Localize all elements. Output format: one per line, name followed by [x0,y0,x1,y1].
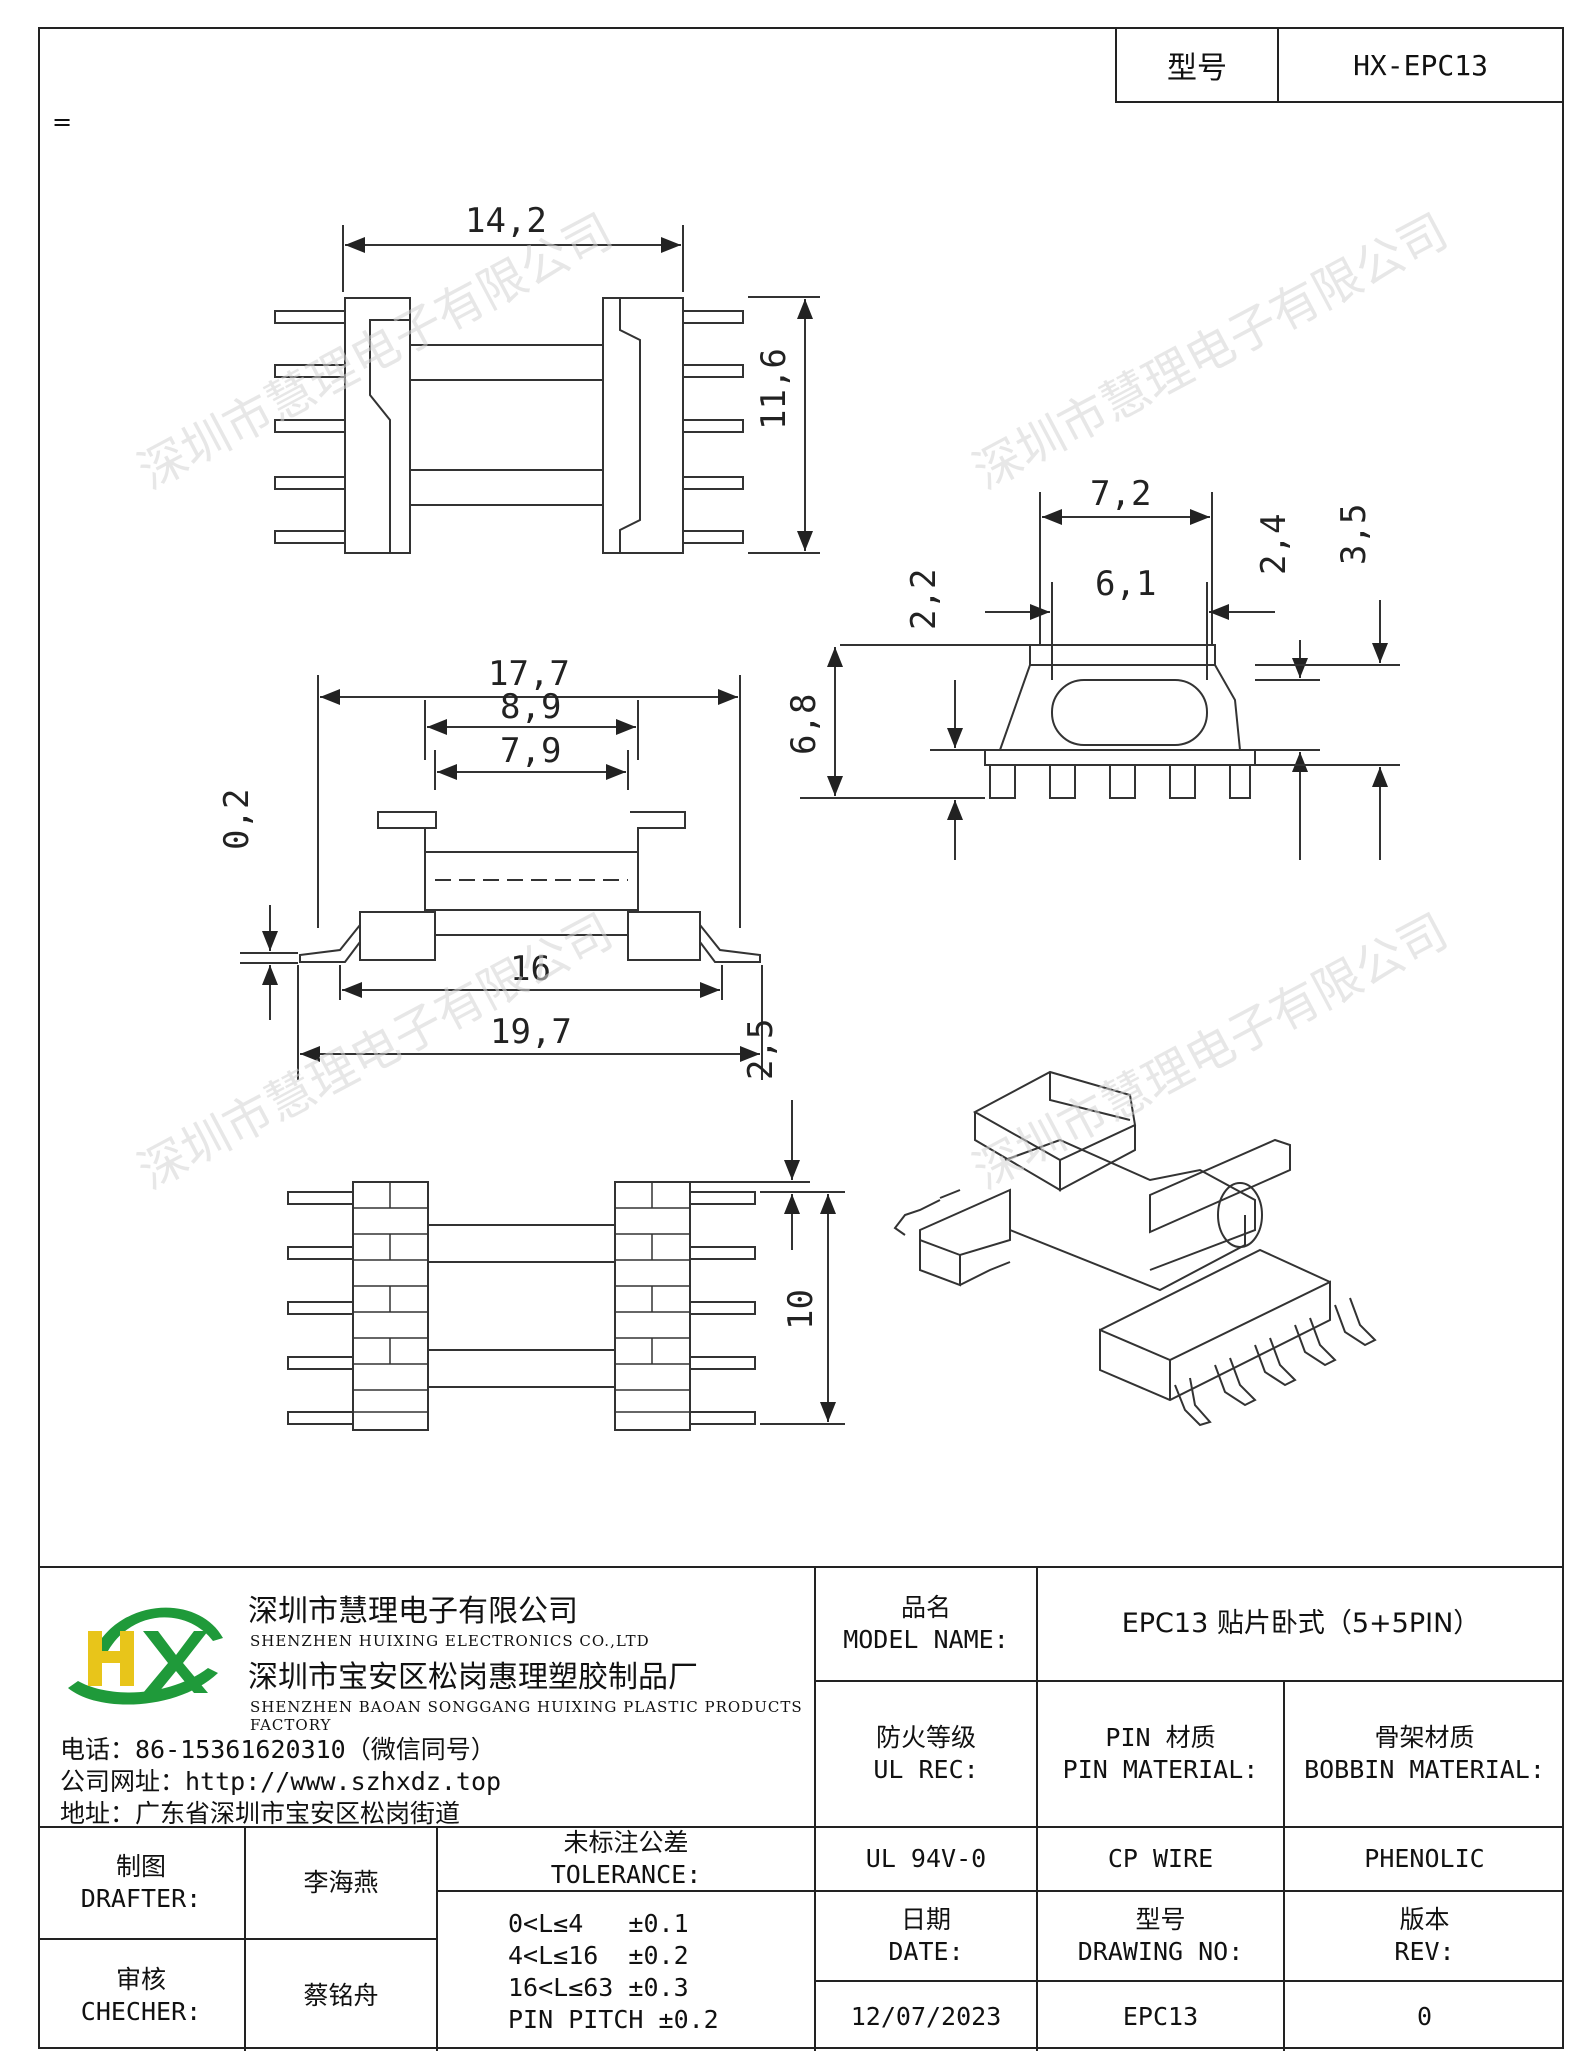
model-name-label: 品名 MODEL NAME: [816,1568,1036,1680]
pin-material-label: PIN 材质 PIN MATERIAL: [1038,1682,1283,1826]
tolerance-label-cn: 未标注公差 [563,1828,689,1857]
watermark-2: 深圳市慧理电子有限公司 [964,203,1457,500]
model-label: 型号 [1117,29,1279,101]
top-view [274,225,820,554]
drawing-no-value: EPC13 [1122,2001,1199,2031]
dim-front-total: 19,7 [490,1012,572,1052]
dim-front-core: 7,9 [500,731,561,771]
pin-material-label-en: PIN MATERIAL: [1062,1755,1259,1784]
drafter-label-cn: 制图 [115,1852,166,1881]
bobbin-material-label-en: BOBBIN MATERIAL: [1304,1755,1545,1784]
model-header: 型号 HX-EPC13 [1115,27,1564,103]
checker-label-cn: 审核 [115,1964,166,1994]
drawing-no-label: 型号 DRAWING NO: [1038,1892,1283,1980]
bobbin-material-label-cn: 骨架材质 [1374,1723,1475,1752]
drafter-label: 制图 DRAFTER: [38,1828,244,1938]
ul-rec-label: 防火等级 UL REC: [816,1682,1036,1826]
iso-view [893,1070,1377,1427]
dim-side-h1: 2,2 [904,569,944,630]
side-view [800,492,1400,860]
bobbin-material-label: 骨架材质 BOBBIN MATERIAL: [1285,1682,1564,1826]
ul-rec-label-en: UL REC: [873,1755,979,1784]
tolerance-label-en: TOLERANCE: [550,1860,702,1889]
company-logo [68,1607,223,1705]
ul-rec-value: UL 94V-0 [865,1844,987,1873]
tolerance-line-4: PIN PITCH ±0.2 [508,2004,719,2034]
watermark-4: 深圳市慧理电子有限公司 [964,903,1457,1200]
company-info: 深圳市慧理电子有限公司 SHENZHEN HUIXING ELECTRONICS… [48,1568,848,1828]
dim-side-h3: 2,4 [1254,514,1294,575]
front-view [240,675,763,1080]
tolerance-line-2: 4<L≤16 ±0.2 [508,1940,689,1970]
date-label: 日期 DATE: [816,1892,1036,1980]
company-name-en-2: SHENZHEN BAOAN SONGGANG HUIXING PLASTIC … [250,1698,803,1734]
rev-label-en: REV: [1394,1937,1455,1966]
rev-label: 版本 REV: [1285,1892,1564,1980]
checker-label: 审核 CHECHER: [38,1940,244,2051]
company-name-cn-1: 深圳市慧理电子有限公司 [248,1594,578,1629]
company-phone: 电话：86-15361620310（微信同号） [60,1735,496,1764]
stray-mark: = [52,108,73,136]
checker-label-en: CHECHER: [80,1996,202,2026]
dim-front-pad-span: 16 [510,949,551,989]
ul-rec-label-cn: 防火等级 [875,1723,976,1752]
date-label-en: DATE: [888,1937,964,1966]
bottom-view [287,1100,845,1431]
watermark-1: 深圳市慧理电子有限公司 [129,203,622,500]
drawing-no-label-cn: 型号 [1135,1905,1186,1934]
dim-side-inner: 6,1 [1095,564,1156,604]
tolerance-line-1: 0<L≤4 ±0.1 [508,1908,689,1938]
drawing-frame [38,27,1564,2049]
tolerance-line-3: 16<L≤63 ±0.3 [508,1972,689,2002]
technical-drawing: 14,2 11,6 17,7 8,9 7,9 0,2 16 19,7 7,2 6… [129,201,1457,1431]
dim-front-inner: 8,9 [500,687,561,727]
company-name-cn-2: 深圳市宝安区松岗惠理塑胶制品厂 [248,1660,698,1695]
dim-top-height: 11,6 [754,348,794,430]
dim-side-h4: 3,5 [1334,504,1374,565]
date-value: 12/07/2023 [850,2001,1002,2031]
model-value: HX-EPC13 [1353,48,1488,82]
date-label-cn: 日期 [900,1905,951,1934]
model-name-value: EPC13 贴片卧式（5+5PIN） [1121,1608,1481,1639]
dim-bottom-span: 10 [781,1289,821,1330]
tolerance-values: 0<L≤4 ±0.1 4<L≤16 ±0.2 16<L≤63 ±0.3 PIN … [438,1892,814,2051]
dim-top-width: 14,2 [465,201,547,241]
dim-side-h2: 6,8 [784,694,824,755]
tolerance-label: 未标注公差 TOLERANCE: [438,1828,814,1890]
title-block: 深圳市慧理电子有限公司 SHENZHEN HUIXING ELECTRONICS… [38,1566,1564,2051]
model-name-label-en: MODEL NAME: [843,1625,1009,1654]
rev-value: 0 [1416,2001,1433,2031]
company-name-en-1: SHENZHEN HUIXING ELECTRONICS CO.,LTD [250,1632,650,1650]
pin-material-value: CP WIRE [1107,1844,1214,1873]
drawing-no-label-en: DRAWING NO: [1077,1937,1244,1966]
model-name-label-cn: 品名 [900,1593,951,1622]
dim-front-pin-offset: 0,2 [217,789,257,850]
bobbin-material-value: PHENOLIC [1364,1844,1485,1873]
dimension-labels: 14,2 11,6 17,7 8,9 7,9 0,2 16 19,7 7,2 6… [217,201,1374,1330]
dim-bottom-offset: 2,5 [741,1019,781,1080]
drafter-name: 李海燕 [303,1868,379,1897]
rev-label-cn: 版本 [1399,1905,1450,1934]
checker-name: 蔡铭舟 [303,1980,379,2010]
pin-material-label-cn: PIN 材质 [1105,1723,1216,1752]
company-website: 公司网址：http://www.szhxdz.top [60,1767,502,1796]
drafter-label-en: DRAFTER: [80,1884,202,1913]
dim-side-outer: 7,2 [1090,474,1151,514]
company-address: 地址：广东省深圳市宝安区松岗街道 [60,1799,461,1828]
dim-front-overall: 17,7 [488,654,570,694]
